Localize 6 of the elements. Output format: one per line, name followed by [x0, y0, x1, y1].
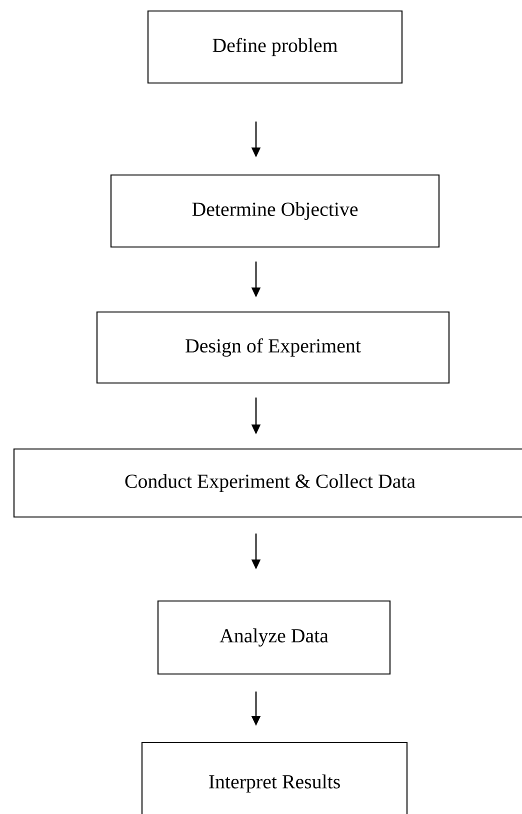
process-box: Define problem	[147, 10, 403, 84]
process-box: Design of Experiment	[96, 311, 450, 384]
process-box: Interpret Results	[141, 742, 408, 814]
process-box: Conduct Experiment & Collect Data	[13, 448, 522, 518]
process-box: Analyze Data	[157, 600, 391, 675]
process-box: Determine Objective	[110, 174, 440, 248]
